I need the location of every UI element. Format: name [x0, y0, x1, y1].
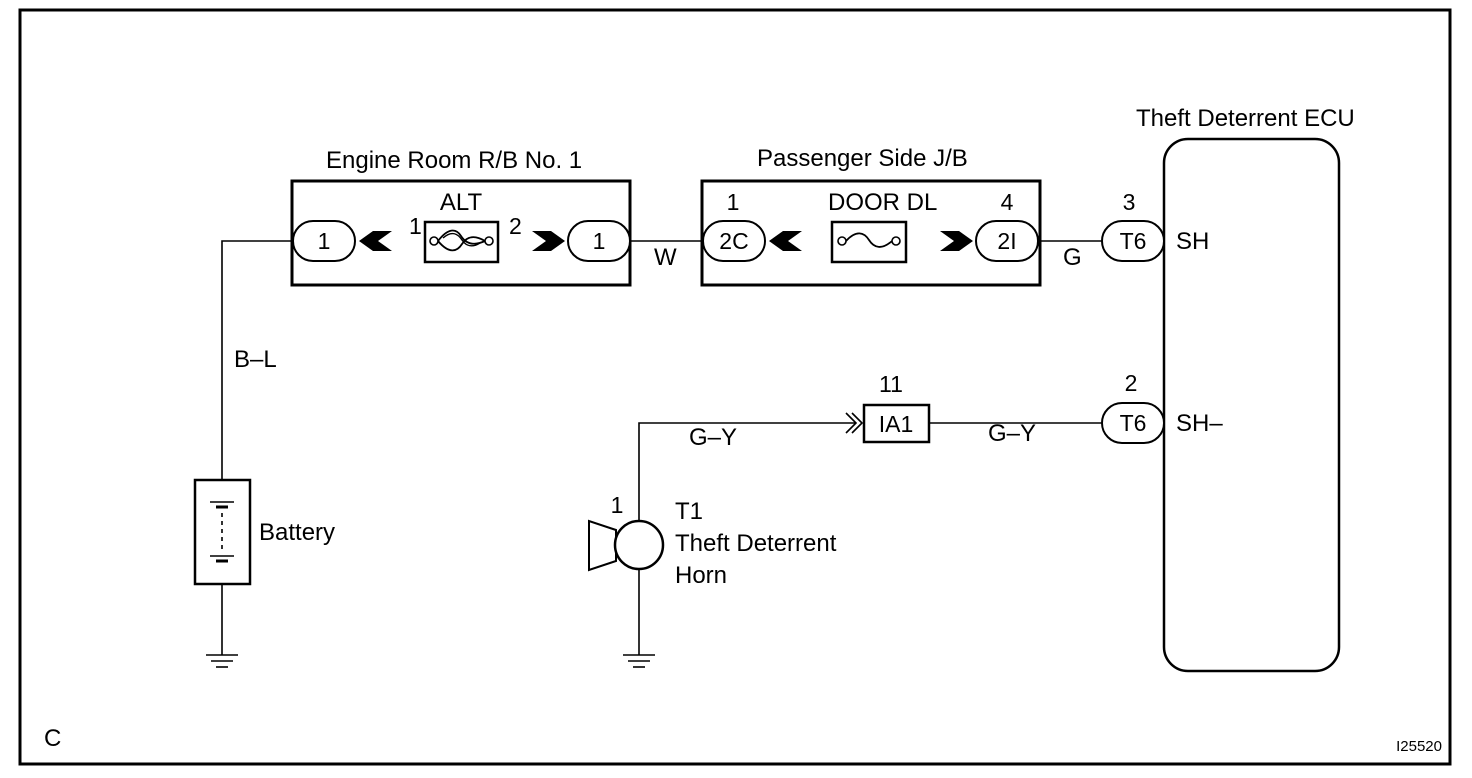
- jb-in-connector-label: 2C: [719, 228, 748, 254]
- engine-room-relay-block: Engine Room R/B No. 1 1 1 2 ALT 1: [290, 147, 632, 287]
- wire-label-g-y-horn: G–Y: [689, 424, 737, 451]
- chevron-left-icon: [769, 231, 802, 251]
- alt-pin-out: 2: [509, 213, 522, 239]
- ia1-pin: 11: [879, 371, 903, 397]
- ecu-shm-pin: 2: [1125, 370, 1138, 396]
- wire-label-b-l: B–L: [234, 346, 277, 373]
- fusible-link-icon: [423, 220, 500, 264]
- battery-label: Battery: [259, 519, 335, 546]
- chevron-right-icon: [845, 412, 858, 434]
- wire-label-g: G: [1063, 244, 1082, 271]
- ia1-connector-label: IA1: [879, 411, 914, 437]
- theft-deterrent-ecu: Theft Deterrent ECU 3 T6 SH 2 T6 SH–: [1101, 105, 1355, 673]
- jb-pin-out: 4: [1001, 189, 1014, 215]
- fuse-icon: [830, 220, 908, 264]
- wire-label-w: W: [654, 244, 677, 271]
- chevron-right-icon: [532, 231, 565, 251]
- ground-icon: [206, 654, 238, 668]
- ecu-sh-connector-label: T6: [1120, 228, 1147, 254]
- jb-out-connector-label: 2I: [997, 228, 1016, 254]
- wires: [221, 240, 1102, 655]
- terminal-sh-minus: SH–: [1176, 410, 1223, 437]
- rb-in-connector-label: 1: [318, 228, 331, 254]
- alt-pin-in: 1: [409, 213, 422, 239]
- terminal-sh: SH: [1176, 228, 1209, 255]
- figure-code: I25520: [1396, 738, 1442, 755]
- chevron-left-icon: [359, 231, 392, 251]
- rb-out-connector-label: 1: [593, 228, 606, 254]
- passenger-jb-label: Passenger Side J/B: [757, 145, 968, 172]
- ecu-sh-pin: 3: [1123, 189, 1136, 215]
- ecu-shm-connector-label: T6: [1120, 410, 1147, 436]
- horn-label-line2: Horn: [675, 562, 727, 589]
- diagram-frame: [18, 8, 1452, 766]
- alt-fuse-label: ALT: [440, 189, 483, 216]
- horn-code: T1: [675, 498, 703, 525]
- theft-deterrent-horn: 1 T1 Theft Deterrent Horn: [588, 492, 837, 589]
- ia1-junction-connector: IA1 11: [845, 371, 931, 444]
- jb-pin-in: 1: [727, 189, 740, 215]
- horn-icon: [588, 519, 665, 572]
- wire-label-g-y-ecu: G–Y: [988, 420, 1036, 447]
- corner-letter: C: [44, 725, 61, 752]
- passenger-junction-block: Passenger Side J/B 1 4 2C DOOR DL 2I: [700, 145, 1042, 287]
- ground-icon: [623, 654, 655, 668]
- chevron-right-icon: [940, 231, 973, 251]
- battery: Battery: [193, 478, 335, 586]
- engine-room-rb-label: Engine Room R/B No. 1: [326, 147, 582, 174]
- horn-pin: 1: [611, 492, 624, 518]
- ecu-label: Theft Deterrent ECU: [1136, 105, 1355, 132]
- battery-icon: [210, 501, 234, 563]
- door-dl-fuse-label: DOOR DL: [828, 189, 937, 216]
- horn-label-line1: Theft Deterrent: [675, 530, 837, 557]
